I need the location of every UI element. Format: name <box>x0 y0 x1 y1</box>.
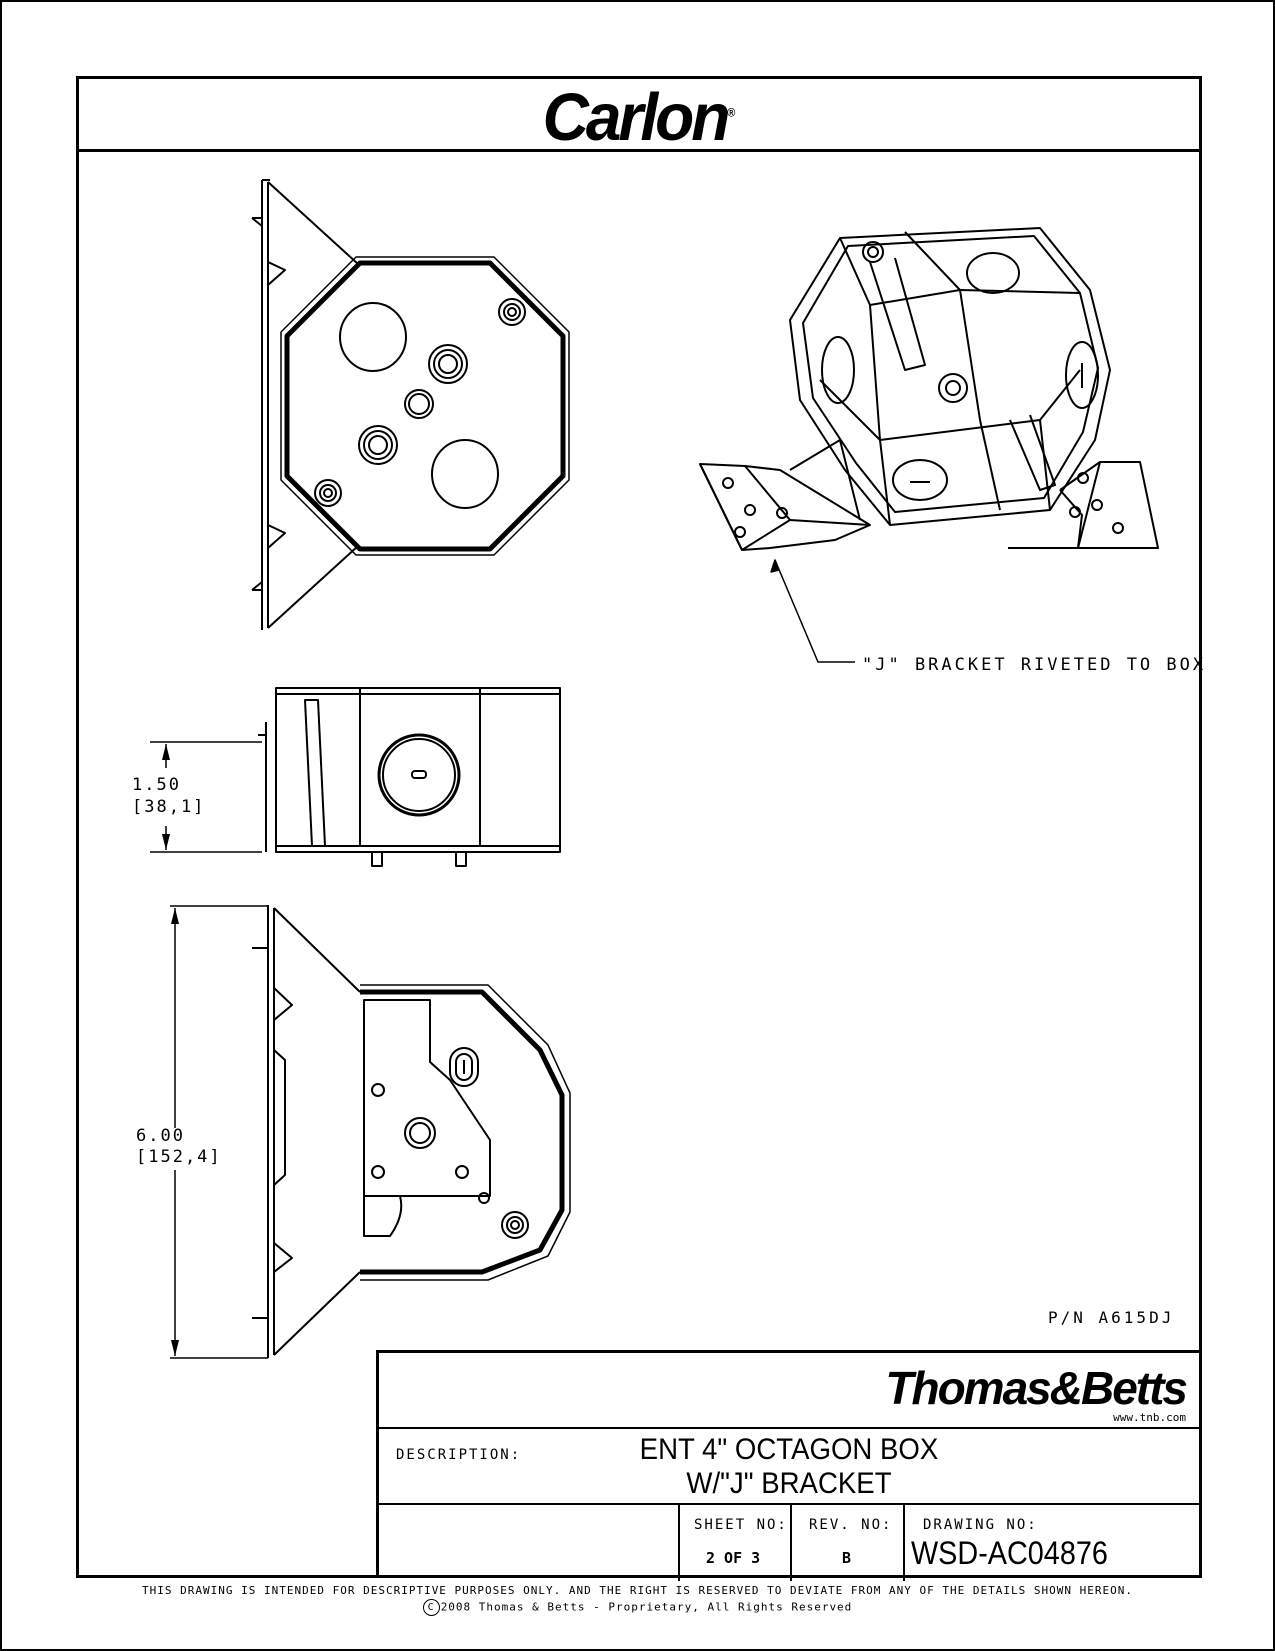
cell-divider <box>903 1503 905 1581</box>
company-name: Thomas&Betts <box>885 1362 1188 1414</box>
thomas-betts-logo: Thomas&Betts www.tnb.com <box>885 1362 1188 1424</box>
length-dimension-mm: [152,4] <box>136 1147 222 1167</box>
cell-divider <box>790 1503 792 1581</box>
title-block-divider <box>379 1427 1202 1429</box>
bracket-callout: "J" BRACKET RIVETED TO BOX <box>862 655 1206 675</box>
description-line-2: W/"J" BRACKET <box>686 1467 892 1500</box>
rev-label: REV. NO: <box>809 1517 893 1533</box>
part-number: P/N A615DJ <box>1048 1308 1175 1327</box>
drawing-frame <box>76 76 1202 1578</box>
registered-mark: ® <box>727 107 736 120</box>
description-label: DESCRIPTION: <box>396 1447 522 1463</box>
length-dimension-inch: 6.00 <box>136 1126 185 1146</box>
sheet-label: SHEET NO: <box>694 1517 788 1533</box>
dimension-lines <box>150 741 268 1359</box>
copyright-icon: C <box>422 1599 440 1616</box>
isometric-view <box>699 227 1159 663</box>
description-line-1: ENT 4" OCTAGON BOX <box>639 1433 939 1466</box>
title-block: Thomas&Betts www.tnb.com DESCRIPTION: EN… <box>376 1350 1202 1581</box>
sheet-value: 2 OF 3 <box>706 1549 761 1567</box>
cell-divider <box>678 1503 680 1581</box>
drawing-no-label: DRAWING NO: <box>923 1517 1038 1533</box>
carlon-logo: Carlon® <box>76 78 1202 156</box>
drawing-no-value: WSD-AC04876 <box>911 1535 1108 1571</box>
top-view <box>251 179 570 630</box>
rev-value: B <box>842 1549 852 1567</box>
company-url: www.tnb.com <box>1113 1411 1186 1424</box>
carlon-logo-text: Carlon <box>542 79 731 155</box>
disclaimer: THIS DRAWING IS INTENDED FOR DESCRIPTIVE… <box>142 1584 1133 1597</box>
side-view <box>258 687 561 867</box>
copyright-text: 2008 Thomas & Betts - Proprietary, All R… <box>440 1600 853 1614</box>
dimension-arrows <box>162 744 179 1356</box>
height-dimension-mm: [38,1] <box>132 797 205 817</box>
height-dimension-inch: 1.50 <box>132 775 181 795</box>
header: Carlon® <box>76 76 1202 155</box>
bottom-view <box>252 905 571 1358</box>
